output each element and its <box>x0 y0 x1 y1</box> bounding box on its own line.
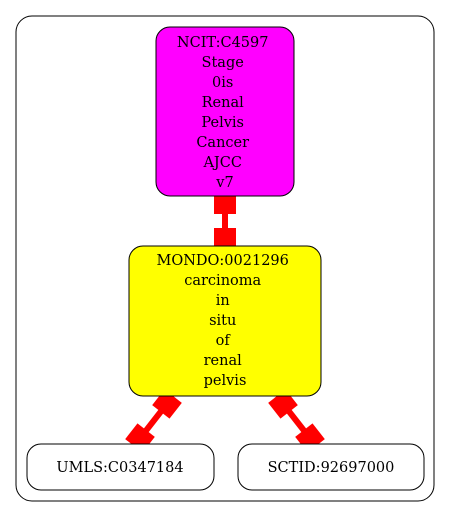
edge-mondo-sctid-head-top <box>268 389 298 419</box>
node-mondo-box <box>128 245 322 397</box>
node-mondo-line: carcinoma <box>184 273 261 289</box>
edge-ncit-mondo-head-bottom <box>214 228 236 248</box>
node-sctid-label: SCTID:92697000 <box>268 460 395 476</box>
edge-mondo-umls-head-top <box>152 389 182 419</box>
node-umls-box <box>26 443 215 491</box>
node-mondo[interactable]: MONDO:0021296 carcinoma in situ of renal… <box>128 245 322 397</box>
node-ncit-label: NCIT:C4597 Stage 0is Renal Pelvis Cancer… <box>177 35 273 191</box>
node-mondo-line: MONDO:0021296 <box>156 253 288 269</box>
node-ncit-line: v7 <box>215 175 233 191</box>
node-ncit-line: AJCC <box>202 155 241 171</box>
node-mondo-line: situ <box>209 313 236 329</box>
node-umls-line: UMLS:C0347184 <box>56 460 183 476</box>
node-mondo-line: pelvis <box>204 373 247 389</box>
node-umls[interactable]: UMLS:C0347184 <box>26 443 215 491</box>
node-ncit-line: 0is <box>212 75 233 91</box>
node-sctid[interactable]: SCTID:92697000 <box>237 443 425 491</box>
node-ncit-line: NCIT:C4597 <box>177 35 269 51</box>
node-ncit-line: Cancer <box>196 135 249 151</box>
edge-ncit-mondo-head-top <box>214 194 236 214</box>
node-ncit-line: Stage <box>202 55 244 71</box>
node-ncit[interactable]: NCIT:C4597 Stage 0is Renal Pelvis Cancer… <box>155 26 295 197</box>
node-mondo-label: MONDO:0021296 carcinoma in situ of renal… <box>156 253 293 389</box>
node-sctid-line: SCTID:92697000 <box>268 460 395 476</box>
node-ncit-line: Renal <box>202 95 244 111</box>
node-umls-label: UMLS:C0347184 <box>56 460 183 476</box>
node-sctid-box <box>237 443 425 491</box>
node-mondo-line: in <box>216 293 230 309</box>
node-mondo-line: renal <box>204 353 242 369</box>
node-ncit-box <box>155 26 295 197</box>
node-ncit-line: Pelvis <box>201 115 244 131</box>
node-mondo-line: of <box>216 333 232 349</box>
edge-ncit-mondo <box>214 194 236 248</box>
